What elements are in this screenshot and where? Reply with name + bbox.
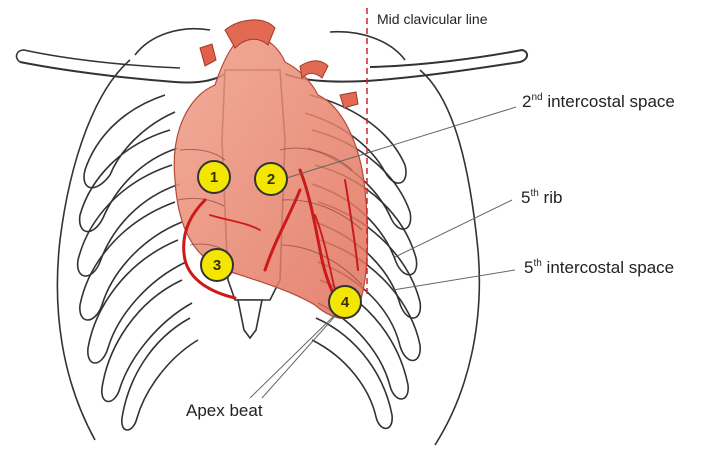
fifth-ics-ordinal: th [533,258,541,269]
second-ics-ordinal: nd [531,92,542,103]
svg-text:4: 4 [341,294,350,311]
marker-3: 3 [201,249,233,281]
svg-text:3: 3 [213,257,221,274]
fifth-ics-text: intercostal space [542,258,674,277]
marker-1: 1 [198,161,230,193]
second-ics-text: intercostal space [543,92,675,111]
svg-text:2: 2 [267,171,275,188]
second-intercostal-space-label: 2nd intercostal space [522,93,675,110]
fifth-intercostal-space-label: 5th intercostal space [524,259,674,276]
fifth-rib-ordinal: th [530,188,538,199]
fifth-rib-label: 5th rib [521,189,562,206]
mid-clavicular-line-label: Mid clavicular line [377,12,487,26]
marker-4: 4 [329,286,361,318]
apex-beat-label: Apex beat [186,402,263,419]
svg-text:1: 1 [210,169,218,186]
fifth-rib-text: rib [539,188,563,207]
marker-2: 2 [255,163,287,195]
